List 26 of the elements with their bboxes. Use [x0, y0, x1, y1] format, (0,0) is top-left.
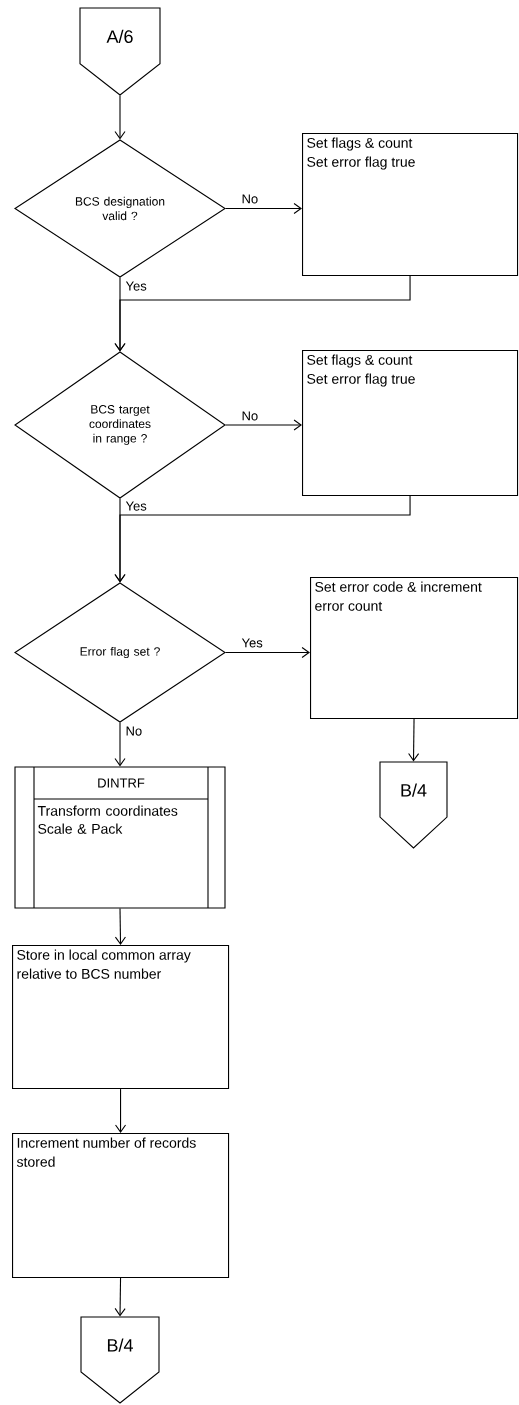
arrow [225, 419, 302, 431]
off-page-connector: A/6 [79, 7, 161, 96]
arrow [115, 1088, 127, 1133]
edge-label: No [240, 193, 260, 205]
edge-label: No [240, 410, 260, 422]
arrow [114, 1277, 126, 1317]
arrow [114, 722, 126, 767]
predefined-process-box: DINTRF Transform coordinates Scale & Pack [14, 766, 226, 909]
arrow [114, 95, 126, 140]
edge-label: Yes [124, 280, 148, 292]
arrow [225, 202, 302, 215]
process-box: Increment number of records stored [12, 1133, 230, 1279]
off-page-connector: B/4 [80, 1316, 160, 1404]
process-box: Set flags & count Set error flag true [302, 133, 519, 277]
off-page-connector: B/4 [379, 761, 448, 849]
process-box: Store in local common array relative to BCS number [12, 945, 230, 1090]
edge-label: No [124, 725, 144, 737]
arrow [114, 495, 411, 583]
edge-label: Yes [124, 500, 148, 512]
process-box: Set error code & increment error count [310, 577, 519, 720]
process-box: Set flags & count Set error flag true [302, 350, 519, 497]
edge-label: Yes [240, 637, 264, 649]
arrow [408, 718, 420, 762]
arrow [114, 275, 411, 352]
arrow [114, 908, 126, 945]
arrow [225, 646, 310, 659]
